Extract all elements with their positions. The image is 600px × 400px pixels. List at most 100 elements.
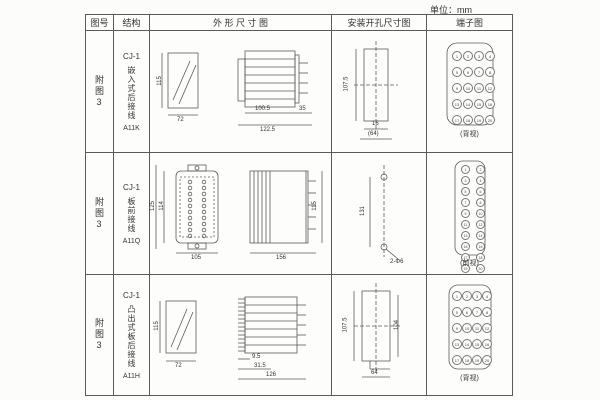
figure-cell-row3: 附图3: [86, 275, 114, 395]
terminal-pin: 18: [476, 253, 485, 262]
dim-cutout-height: 107.5: [342, 317, 349, 333]
header-terminal: 端子图: [427, 15, 512, 31]
mounting-drawing-front-wired: [369, 165, 399, 260]
terminal-pin: 14: [463, 99, 473, 109]
terminal-pin: 11: [461, 220, 470, 229]
terminal-pin: 3: [472, 291, 482, 301]
terminal-pin: 6: [476, 187, 485, 196]
terminal-pin: 4: [485, 51, 495, 61]
dim-width: 72: [177, 117, 184, 123]
unit-label: 单位：mm: [430, 5, 472, 15]
terminal-pin: 5: [452, 67, 462, 77]
terminal-pin: 10: [463, 83, 473, 93]
view-label: (背视): [460, 375, 479, 382]
terminal-pin: 9: [452, 323, 462, 333]
figure-cell-row2: 附图3: [86, 153, 114, 275]
dim-slot-width: 16: [372, 121, 379, 127]
terminal-pin: 14: [462, 339, 472, 349]
terminal-pin: 7: [474, 67, 484, 77]
terminal-pin: 1: [452, 51, 462, 61]
terminal-pin: 15: [461, 242, 470, 251]
terminal-pin: 18: [462, 355, 472, 365]
outline-cell-row1: 115 72 100.5 122.5 35: [150, 31, 332, 153]
dim-front-depth: 31.5: [254, 363, 266, 369]
structure-label: 凸出式板后接线: [127, 304, 136, 368]
terminal-pin: 17: [452, 355, 462, 365]
terminal-pin: 15: [472, 339, 482, 349]
mounting-cell-row1: 107.5 16 (64): [332, 31, 427, 153]
terminal-pin: 13: [461, 231, 470, 240]
outline-cell-row3: 115 72 9.5 31.5 126: [150, 275, 332, 395]
terminal-pin: 16: [482, 339, 492, 349]
terminal-outline: [454, 160, 486, 256]
model-label: CJ-1: [123, 290, 140, 300]
dim-side-height: 115: [311, 201, 318, 211]
dim-overall-length: 126: [266, 372, 277, 378]
dim-overall-length: 122.5: [260, 127, 276, 133]
mounting-cell-row3: 107.5 104 64: [332, 275, 427, 395]
terminal-pin: 8: [476, 198, 485, 207]
dim-height: 114: [158, 201, 165, 211]
terminal-pin: 9: [461, 209, 470, 218]
figure-no: 附图3: [94, 318, 104, 352]
dim-cutout-height: 107.5: [343, 76, 350, 92]
terminal-pin: 13: [452, 339, 462, 349]
dim-length: 156: [276, 255, 287, 261]
terminal-pin: 5: [452, 307, 462, 317]
terminal-pin: 5: [461, 187, 470, 196]
dim-hole-note: 2-Φ6: [390, 259, 404, 265]
view-label: (背视): [460, 131, 479, 138]
dim-depth: 35: [299, 106, 306, 112]
terminal-pin: 1: [461, 165, 470, 174]
outline-cell-row2: 114 125 105 156 115: [150, 153, 332, 275]
terminal-pin: 20: [476, 264, 485, 273]
terminal-pin: 11: [474, 83, 484, 93]
terminal-pin: 8: [485, 67, 495, 77]
terminal-pin: 4: [476, 176, 485, 185]
spec-table: 图号 结构 外 形 尺 寸 图 安装开孔尺寸图 端子图 附图3 CJ-1 嵌入式…: [85, 14, 513, 396]
terminal-pin: 11: [472, 323, 482, 333]
figure-cell-row1: 附图3: [86, 31, 114, 153]
terminal-pin: 17: [461, 253, 470, 262]
terminal-pin: 9: [452, 83, 462, 93]
terminal-pin: 1: [452, 291, 462, 301]
dim-width: 72: [175, 363, 182, 369]
dim-pin-depth: 9.5: [252, 354, 261, 360]
outline-drawing-embedded: [161, 50, 312, 126]
structure-cell-row1: CJ-1 嵌入式后接线 A11K: [114, 31, 150, 153]
dim-body-length: 100.5: [255, 106, 271, 112]
terminal-pin: 6: [463, 67, 473, 77]
mounting-cell-row2: 131 2-Φ6: [332, 153, 427, 275]
figure-no: 附图3: [94, 196, 104, 231]
model-label: CJ-1: [123, 51, 140, 61]
terminal-pin: 8: [482, 307, 492, 317]
outline-drawing-front-wired: [155, 164, 323, 254]
terminal-pin: 18: [463, 115, 473, 125]
header-outline: 外 形 尺 寸 图: [150, 15, 332, 31]
terminal-pin: 2: [462, 291, 472, 301]
dim-cutout-overall: (64): [368, 131, 379, 137]
mounting-drawing-projecting: [353, 283, 400, 378]
terminal-pin: 20: [485, 115, 495, 125]
dim-width: 105: [191, 255, 202, 261]
terminal-pin: 14: [476, 231, 485, 240]
terminal-pin: 20: [482, 355, 492, 365]
terminal-pin: 12: [476, 220, 485, 229]
dim-height: 115: [156, 76, 163, 86]
header-structure: 结构: [114, 15, 150, 31]
terminal-pin: 4: [482, 291, 492, 301]
terminal-pin: 10: [476, 209, 485, 218]
model-label: CJ-1: [123, 182, 140, 192]
header-figure-no: 图号: [86, 15, 114, 31]
dim-hole-spacing: 131: [360, 205, 367, 217]
terminal-pin: 6: [462, 307, 472, 317]
terminal-pin: 17: [452, 115, 462, 125]
mounting-drawing-embedded: [354, 41, 398, 140]
terminal-pin: 19: [461, 264, 470, 273]
terminal-pin: 19: [472, 355, 482, 365]
type-code: A11Q: [122, 237, 141, 245]
